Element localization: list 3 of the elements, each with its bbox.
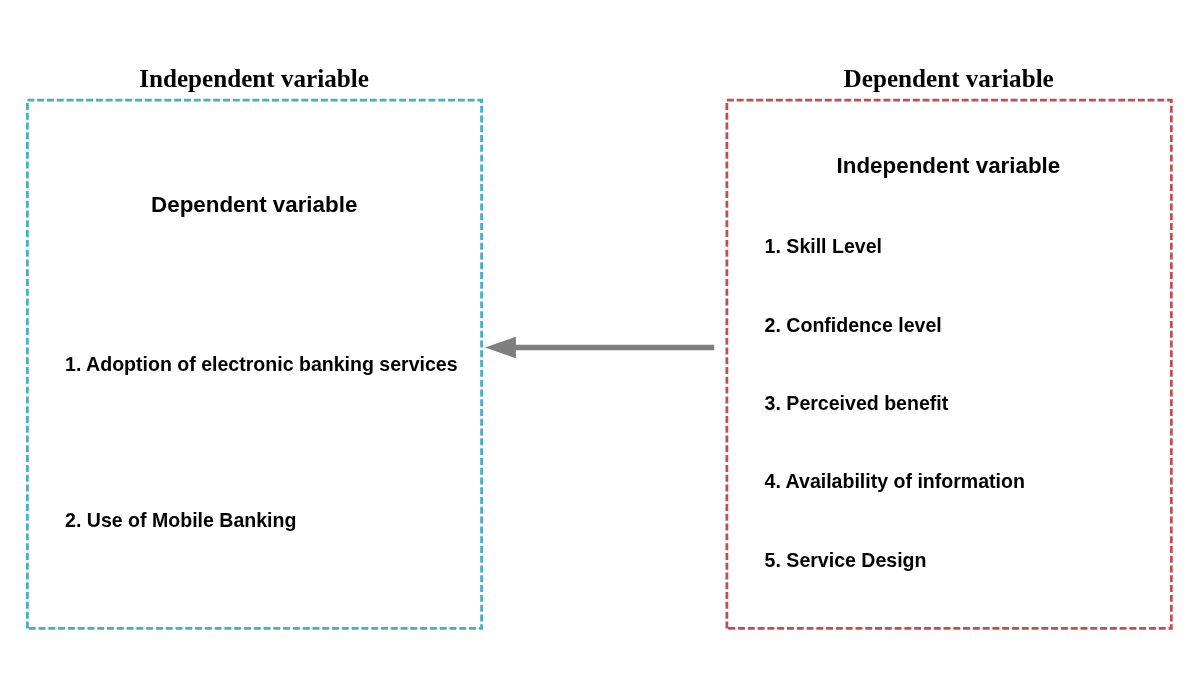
node-label: Dependent variable — [843, 64, 1054, 92]
arrow — [485, 336, 715, 359]
node-label: Independent variable — [139, 64, 369, 92]
